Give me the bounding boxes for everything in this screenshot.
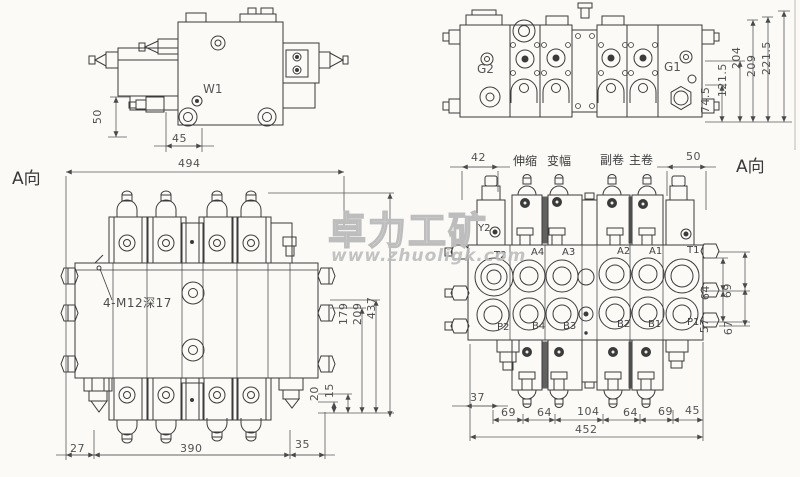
dim-top-204: 204 [729,46,743,70]
dim-top-209: 209 [744,54,758,78]
port-label-b3: B3 [563,321,577,332]
port-b2 [598,296,632,330]
port-p1 [665,297,699,331]
top-view-port-g2: G2 [477,62,494,76]
dim-port-57: 57 [697,318,711,334]
watermark-url: www.zhuoligk.com [331,246,527,266]
front-side-bolts [60,267,336,373]
function-label-luffing: 变幅 [547,154,572,168]
port-view-dimensions [450,164,750,441]
port-b3 [545,297,579,331]
dim-top-221-5: 221.5 [759,41,773,76]
function-label-main-winch: 主卷 [629,153,654,167]
side-view-port-label: W1 [203,82,223,96]
port-a2 [598,257,632,291]
dim-port-104: 104 [577,405,600,418]
front-view-dimensions [56,169,394,460]
dim-port-69-right: 69 [720,283,734,299]
port-label-b4: B4 [532,321,546,332]
front-view-drawing [60,190,336,444]
dim-port-69b: 69 [658,405,673,418]
port-a4 [512,259,546,293]
port-view-drawing [444,174,720,408]
port-a3 [545,259,579,293]
port-t1 [664,258,700,294]
port-label-t2: T2 [494,250,507,261]
port-label-p1: P1 [687,317,700,328]
relief-valve-left [476,175,506,246]
port-b4 [512,297,546,331]
thread-note: 4-M12深17 [103,296,172,310]
port-label-b2: B2 [617,319,631,330]
dim-port-42: 42 [471,151,486,164]
port-label-a1: A1 [649,246,663,257]
port-label-a2: A2 [617,246,631,257]
dim-front-35: 35 [295,438,310,451]
dim-port-64a: 64 [537,406,552,419]
top-view-dimensions [705,10,792,123]
dim-port-50: 50 [686,150,701,163]
side-view-drawing [88,7,349,127]
dim-port-37: 37 [470,391,485,404]
function-label-telescope: 伸缩 [513,154,538,168]
port-side-bolts [444,243,720,334]
dim-port-452: 452 [575,423,598,436]
dim-port-67: 67 [721,320,735,336]
function-label-aux-winch: 副卷 [600,153,625,167]
dim-port-69a: 69 [501,406,516,419]
dim-front-15: 15 [322,383,336,399]
port-label-b1: B1 [648,319,662,330]
dim-top-74-5: 74.5 [698,86,712,114]
dim-port-64: 64 [698,285,712,301]
port-label-p2: P2 [497,322,510,333]
dim-front-494: 494 [178,157,201,170]
dim-top-121-5: 121.5 [715,63,729,98]
relief-valve-label: Y2 [478,223,491,234]
view-direction-label-left: A向 [12,169,41,189]
dim-front-179: 179 [336,302,350,326]
top-view-port-g1: G1 [664,60,681,74]
dim-side-width: 45 [172,132,187,145]
dim-port-45: 45 [685,404,700,417]
dim-port-64b: 64 [623,406,638,419]
top-view-drawing [442,2,720,118]
watermark-brand: 卓力工矿 [327,208,489,254]
port-a1 [631,257,665,291]
port-top-sections [511,174,664,246]
dim-front-209: 209 [350,302,364,326]
front-top-sections [108,190,297,264]
view-direction-label-right: A向 [736,157,765,177]
port-label-a4: A4 [531,247,545,258]
port-bottom-sections [496,339,689,408]
port-b1 [631,296,665,330]
side-view-dimensions [108,96,214,152]
port-label-a3: A3 [562,247,576,258]
relief-valve-right [665,175,695,246]
dim-front-27: 27 [70,442,85,455]
dim-side-height: 50 [90,109,104,125]
dim-front-20: 20 [307,386,321,402]
dim-front-390: 390 [180,442,203,455]
port-p2 [476,298,510,332]
dim-front-437: 437 [364,296,378,320]
front-bottom-sections [108,377,272,444]
port-label-t1: T1 [687,245,700,256]
